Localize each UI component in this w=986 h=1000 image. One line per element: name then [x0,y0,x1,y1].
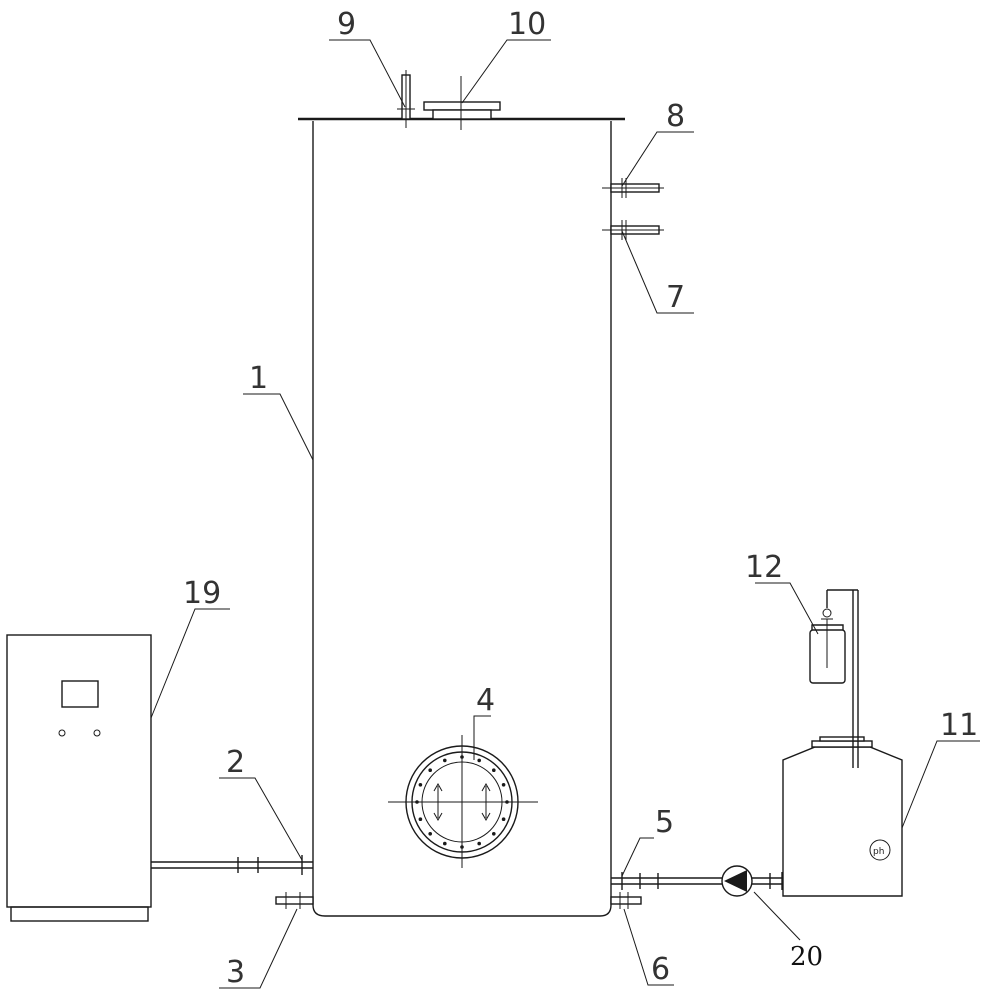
drain-nozzle-left [276,892,313,909]
bolt [477,759,481,763]
drain-nozzle-right [611,892,641,909]
bolt [419,817,423,821]
bolt [428,832,432,836]
label-19: 19 [183,576,221,611]
bolt [502,817,506,821]
label-8: 8 [666,99,685,134]
label-9: 9 [337,7,356,42]
label-2: 2 [226,745,245,780]
outlet-pipe [611,872,783,890]
label-20: 20 [790,942,823,972]
leader-lines [151,40,980,988]
label-6: 6 [651,952,670,987]
circulation-pump [722,866,752,896]
label-1: 1 [249,361,268,396]
bolt [460,755,464,759]
label-3: 3 [226,955,245,990]
bolt [419,783,423,787]
bolt [460,845,464,849]
bolt [502,783,506,787]
side-manhole [388,735,538,868]
label-12: 12 [745,550,783,585]
inlet-pipe [151,855,313,875]
bolt [443,759,447,763]
bolt [428,768,432,772]
bolt [415,800,419,804]
label-11: 11 [940,708,978,743]
reference-labels: 9 10 8 7 1 19 4 2 3 5 6 12 11 20 [183,7,978,990]
control-cabinet [7,635,151,921]
bolt [477,842,481,846]
label-4: 4 [476,683,495,718]
label-7: 7 [666,280,685,315]
label-10: 10 [508,7,546,42]
bolt [443,842,447,846]
bolt [492,832,496,836]
ph-sensor-label: ph [873,847,884,857]
dosing-tank: ph [783,737,902,896]
bolt [492,768,496,772]
label-5: 5 [655,805,674,840]
bolt [505,800,509,804]
